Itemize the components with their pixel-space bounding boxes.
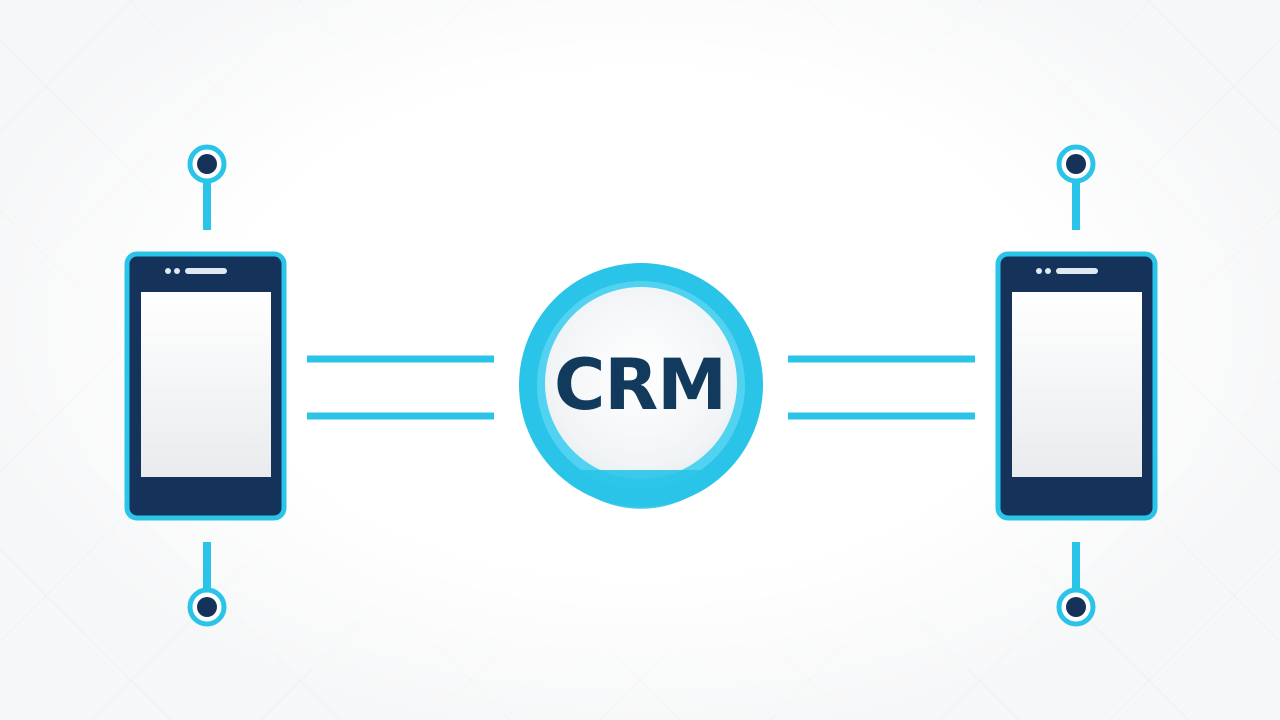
right-phone (995, 144, 1158, 627)
right-sync-lines (788, 355, 975, 420)
crm-hub-label: CRM (554, 344, 727, 426)
crm-hub (519, 263, 763, 509)
left-sync-lines (307, 355, 494, 420)
right-phone-screen (1012, 292, 1142, 477)
left-phone (124, 144, 287, 627)
left-phone-screen (141, 292, 271, 477)
